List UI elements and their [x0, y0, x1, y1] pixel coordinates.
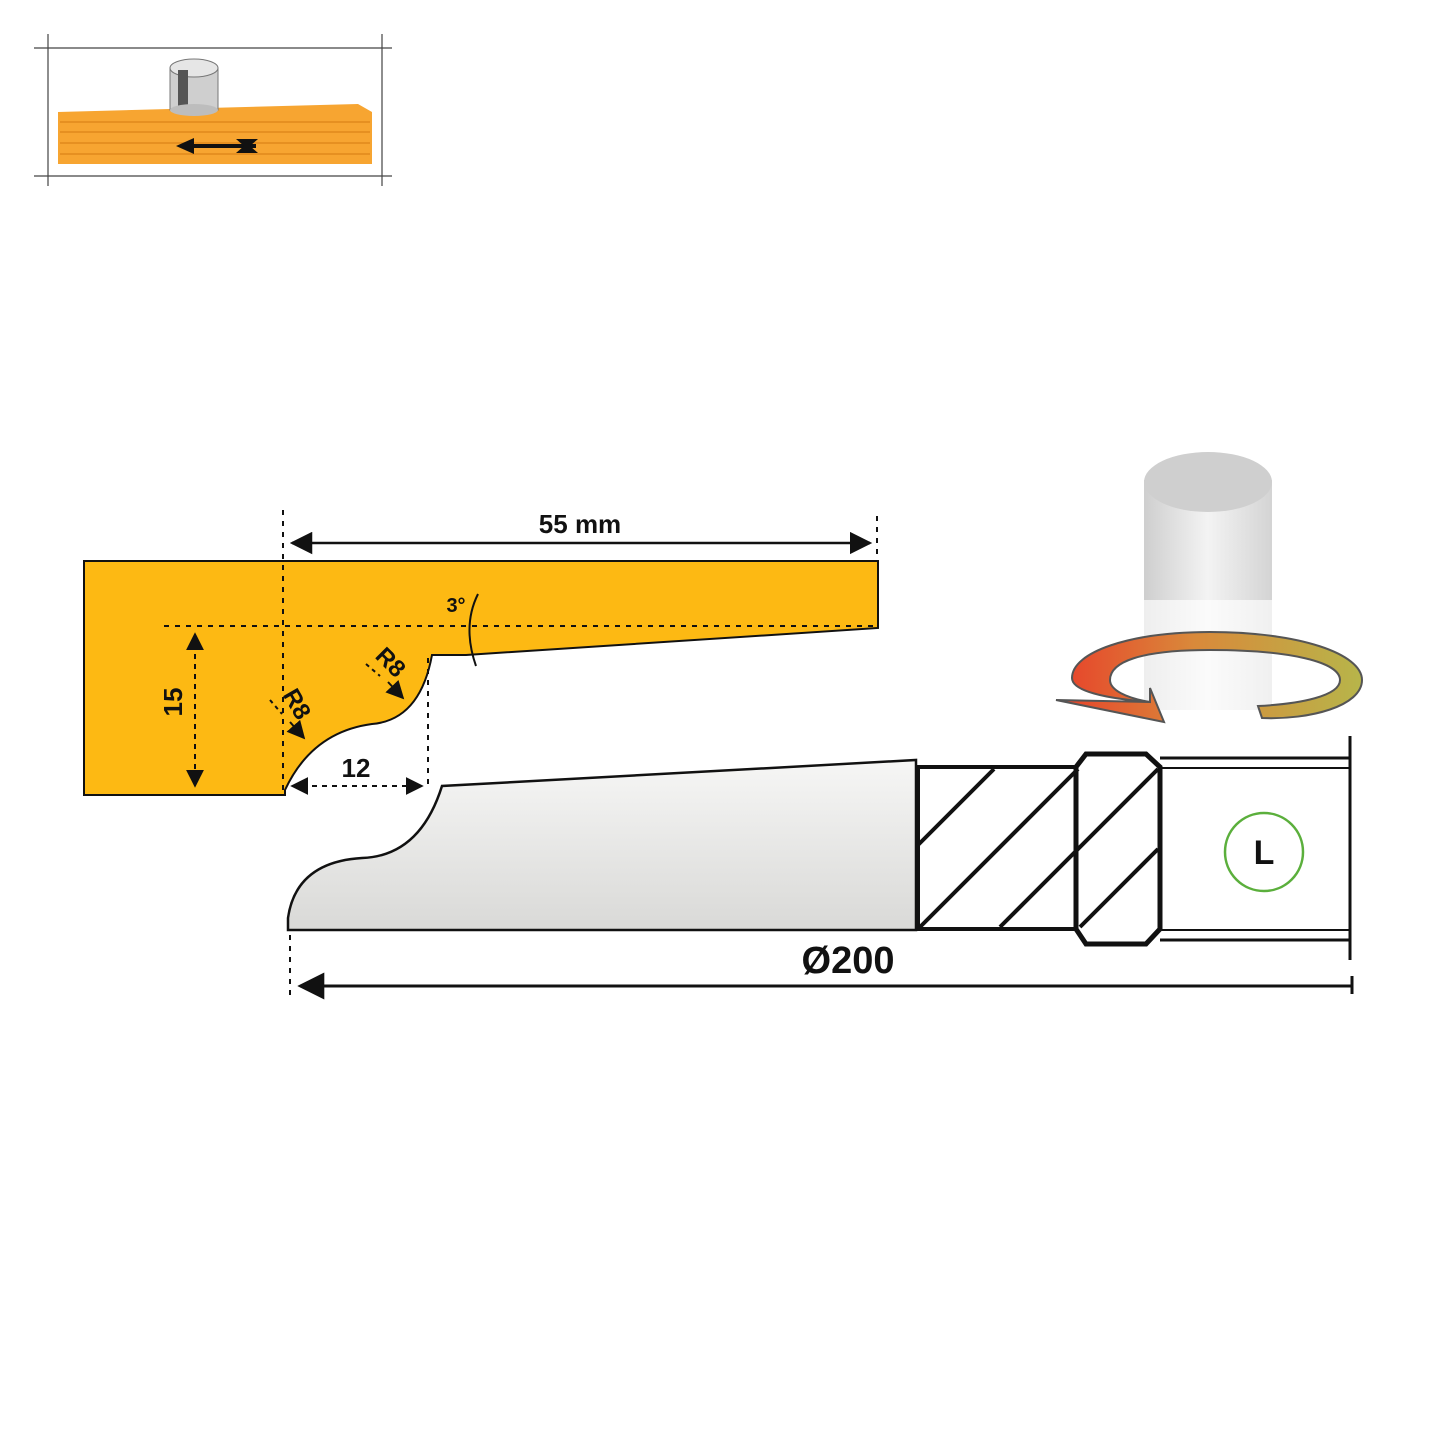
- depth-dimension: 15: [158, 632, 204, 788]
- gap-dimension: 12: [290, 753, 424, 795]
- thumbnail-panel: [34, 34, 392, 186]
- cutter-body-section: [916, 751, 1163, 947]
- width-label: 55 mm: [539, 509, 621, 539]
- rotation-badge-label: L: [1254, 834, 1275, 872]
- rotation-badge: L: [1223, 811, 1305, 893]
- rotation-arrow-icon: [1055, 630, 1364, 724]
- gap-label: 12: [342, 753, 371, 783]
- cutter-profile: [83, 560, 879, 796]
- diameter-dimension: Ø200: [297, 940, 1354, 1000]
- feed-direction-arrow-icon: [176, 138, 258, 154]
- angle-label: 3°: [446, 595, 465, 617]
- reference-lines: [164, 510, 878, 995]
- bore-section: [1160, 736, 1352, 960]
- router-cutter-on-wood-icon: [169, 58, 219, 116]
- angle-dimension: 3°: [446, 593, 479, 667]
- diameter-label: Ø200: [802, 940, 895, 982]
- cutter-blade: [286, 758, 918, 932]
- workpiece-board: [58, 104, 372, 164]
- spindle-cylinder-icon: [1144, 452, 1272, 712]
- width-dimension: 55 mm: [289, 509, 873, 555]
- depth-label: 15: [158, 688, 188, 717]
